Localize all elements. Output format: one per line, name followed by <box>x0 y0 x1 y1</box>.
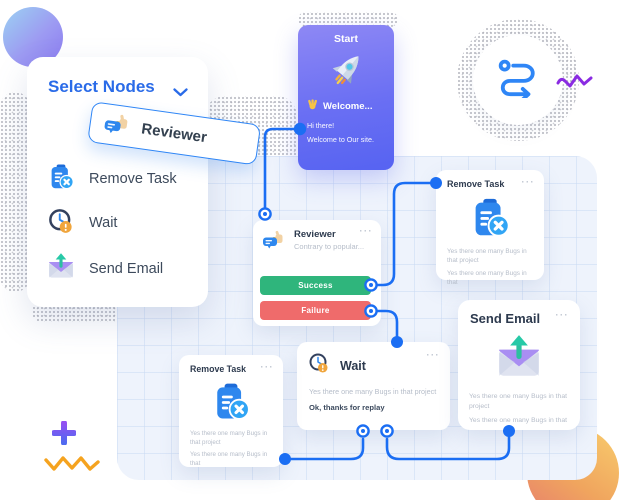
panel-title: Select Nodes <box>48 77 155 96</box>
reviewer-title: Reviewer <box>294 229 336 240</box>
route-icon <box>497 58 539 103</box>
route-badge <box>473 35 563 125</box>
purple-zigzag-decor <box>556 74 593 88</box>
chip-label: Reviewer <box>140 120 208 147</box>
sidebar-item-remove-task[interactable]: Remove Task <box>46 163 196 195</box>
send-email-icon <box>46 252 76 287</box>
more-menu-icon[interactable]: ··· <box>260 362 274 372</box>
failure-button[interactable]: Failure <box>260 301 371 320</box>
send-email-node[interactable]: Send Email ··· Yes there one many Bugs i… <box>458 300 580 430</box>
speckle-texture <box>0 92 30 292</box>
more-menu-icon[interactable]: ··· <box>359 226 373 236</box>
more-menu-icon[interactable]: ··· <box>426 350 440 360</box>
node-title: Remove Task <box>190 364 247 374</box>
send-email-icon <box>458 333 580 383</box>
remove-task-icon <box>436 195 544 241</box>
more-menu-icon[interactable]: ··· <box>555 310 569 320</box>
start-line1: Hi there! <box>307 121 335 130</box>
more-menu-icon[interactable]: ··· <box>521 177 535 187</box>
reviewer-icon <box>102 110 133 141</box>
node-title: Remove Task <box>447 179 505 189</box>
wave-icon <box>307 99 318 113</box>
start-node-title: Start <box>334 33 358 45</box>
node-body-line: Yes there one many Bugs in that <box>447 269 527 286</box>
panel-item-label: Send Email <box>89 261 164 277</box>
node-body-line: Yes there one many Bugs in that project <box>469 393 567 410</box>
wait-title: Wait <box>340 358 366 373</box>
plus-icon-decor <box>52 421 76 445</box>
start-line2: Welcome to Our site. <box>307 135 374 144</box>
start-node[interactable]: Start <box>298 25 394 170</box>
start-greeting: Welcome... <box>323 100 373 112</box>
drag-chip-reviewer[interactable]: Reviewer <box>87 101 262 166</box>
send-email-title: Send Email <box>470 311 541 326</box>
select-nodes-panel: Select Nodes Reviewer <box>27 57 262 307</box>
reviewer-subtitle: Contrary to popular... <box>294 242 365 251</box>
sidebar-item-send-email[interactable]: Send Email <box>46 252 196 287</box>
wait-icon <box>46 206 76 241</box>
node-body-line: Ok, thanks for replay <box>309 403 385 413</box>
remove-task-icon <box>46 162 76 197</box>
node-body-line: Yes there one many Bugs in that project <box>309 387 437 396</box>
remove-task-node-bottom[interactable]: Remove Task ··· Yes there one many Bugs … <box>179 355 283 467</box>
chevron-down-icon[interactable] <box>173 84 188 102</box>
rocket-icon <box>298 49 394 93</box>
panel-item-label: Remove Task <box>89 171 177 187</box>
wait-node[interactable]: Wait ··· Yes there one many Bugs in that… <box>297 342 450 430</box>
remove-task-icon <box>179 380 283 424</box>
panel-item-label: Wait <box>89 215 118 231</box>
node-body-line: Yes there one many Bugs in that <box>190 451 268 468</box>
success-button[interactable]: Success <box>260 276 371 295</box>
node-body-line: Yes there one many Bugs in that project <box>447 248 527 264</box>
sidebar-item-wait[interactable]: Wait <box>46 207 196 239</box>
reviewer-node[interactable]: Reviewer Contrary to popular... ··· Succ… <box>253 220 381 326</box>
speckle-texture <box>298 12 398 27</box>
node-body-line: Yes there one many Bugs in that <box>469 417 567 425</box>
node-body-line: Yes there one many Bugs in that project <box>190 430 268 446</box>
reviewer-icon <box>262 229 286 254</box>
wait-icon <box>307 351 331 380</box>
orange-zigzag-decor <box>44 456 100 471</box>
remove-task-node-top[interactable]: Remove Task ··· Yes there one many Bugs … <box>436 170 544 286</box>
